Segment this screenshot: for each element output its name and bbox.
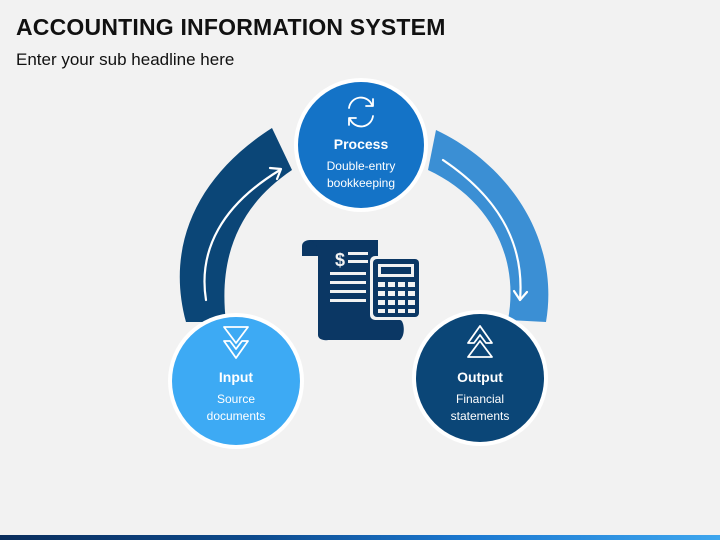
- up-arrows-icon: [467, 325, 493, 358]
- input-text: Input Source documents: [176, 369, 296, 425]
- invoice-calculator-icon: $: [302, 240, 422, 341]
- output-description-line: Financial: [455, 392, 505, 406]
- process-text: Process Double-entry bookkeeping: [301, 136, 421, 192]
- page-title: ACCOUNTING INFORMATION SYSTEM: [16, 14, 446, 40]
- output-description-line: statements: [450, 409, 510, 423]
- down-arrows-icon: [223, 326, 249, 359]
- process-description: Double-entry bookkeeping: [301, 158, 421, 192]
- process-node: [294, 78, 428, 212]
- svg-text:$: $: [335, 250, 345, 270]
- refresh-icon: [348, 96, 374, 128]
- output-label: Output: [457, 369, 503, 385]
- page-subtitle: Enter your sub headline here: [16, 50, 235, 69]
- arrow-input-to-process: [179, 128, 292, 322]
- input-description-line: documents: [206, 409, 266, 423]
- input-label: Input: [218, 369, 254, 385]
- input-description: Source documents: [176, 391, 296, 425]
- arrow-process-to-output: [428, 130, 549, 322]
- output-node: [412, 310, 548, 446]
- input-node: [168, 313, 304, 449]
- output-description: Financial statements: [420, 391, 540, 425]
- bottom-accent-bar: [0, 535, 720, 540]
- output-text: Output Financial statements: [420, 369, 540, 425]
- input-description-line: Source: [216, 392, 256, 406]
- process-description-line: bookkeeping: [326, 176, 396, 190]
- process-description-line: Double-entry: [326, 159, 396, 173]
- process-label: Process: [333, 136, 389, 152]
